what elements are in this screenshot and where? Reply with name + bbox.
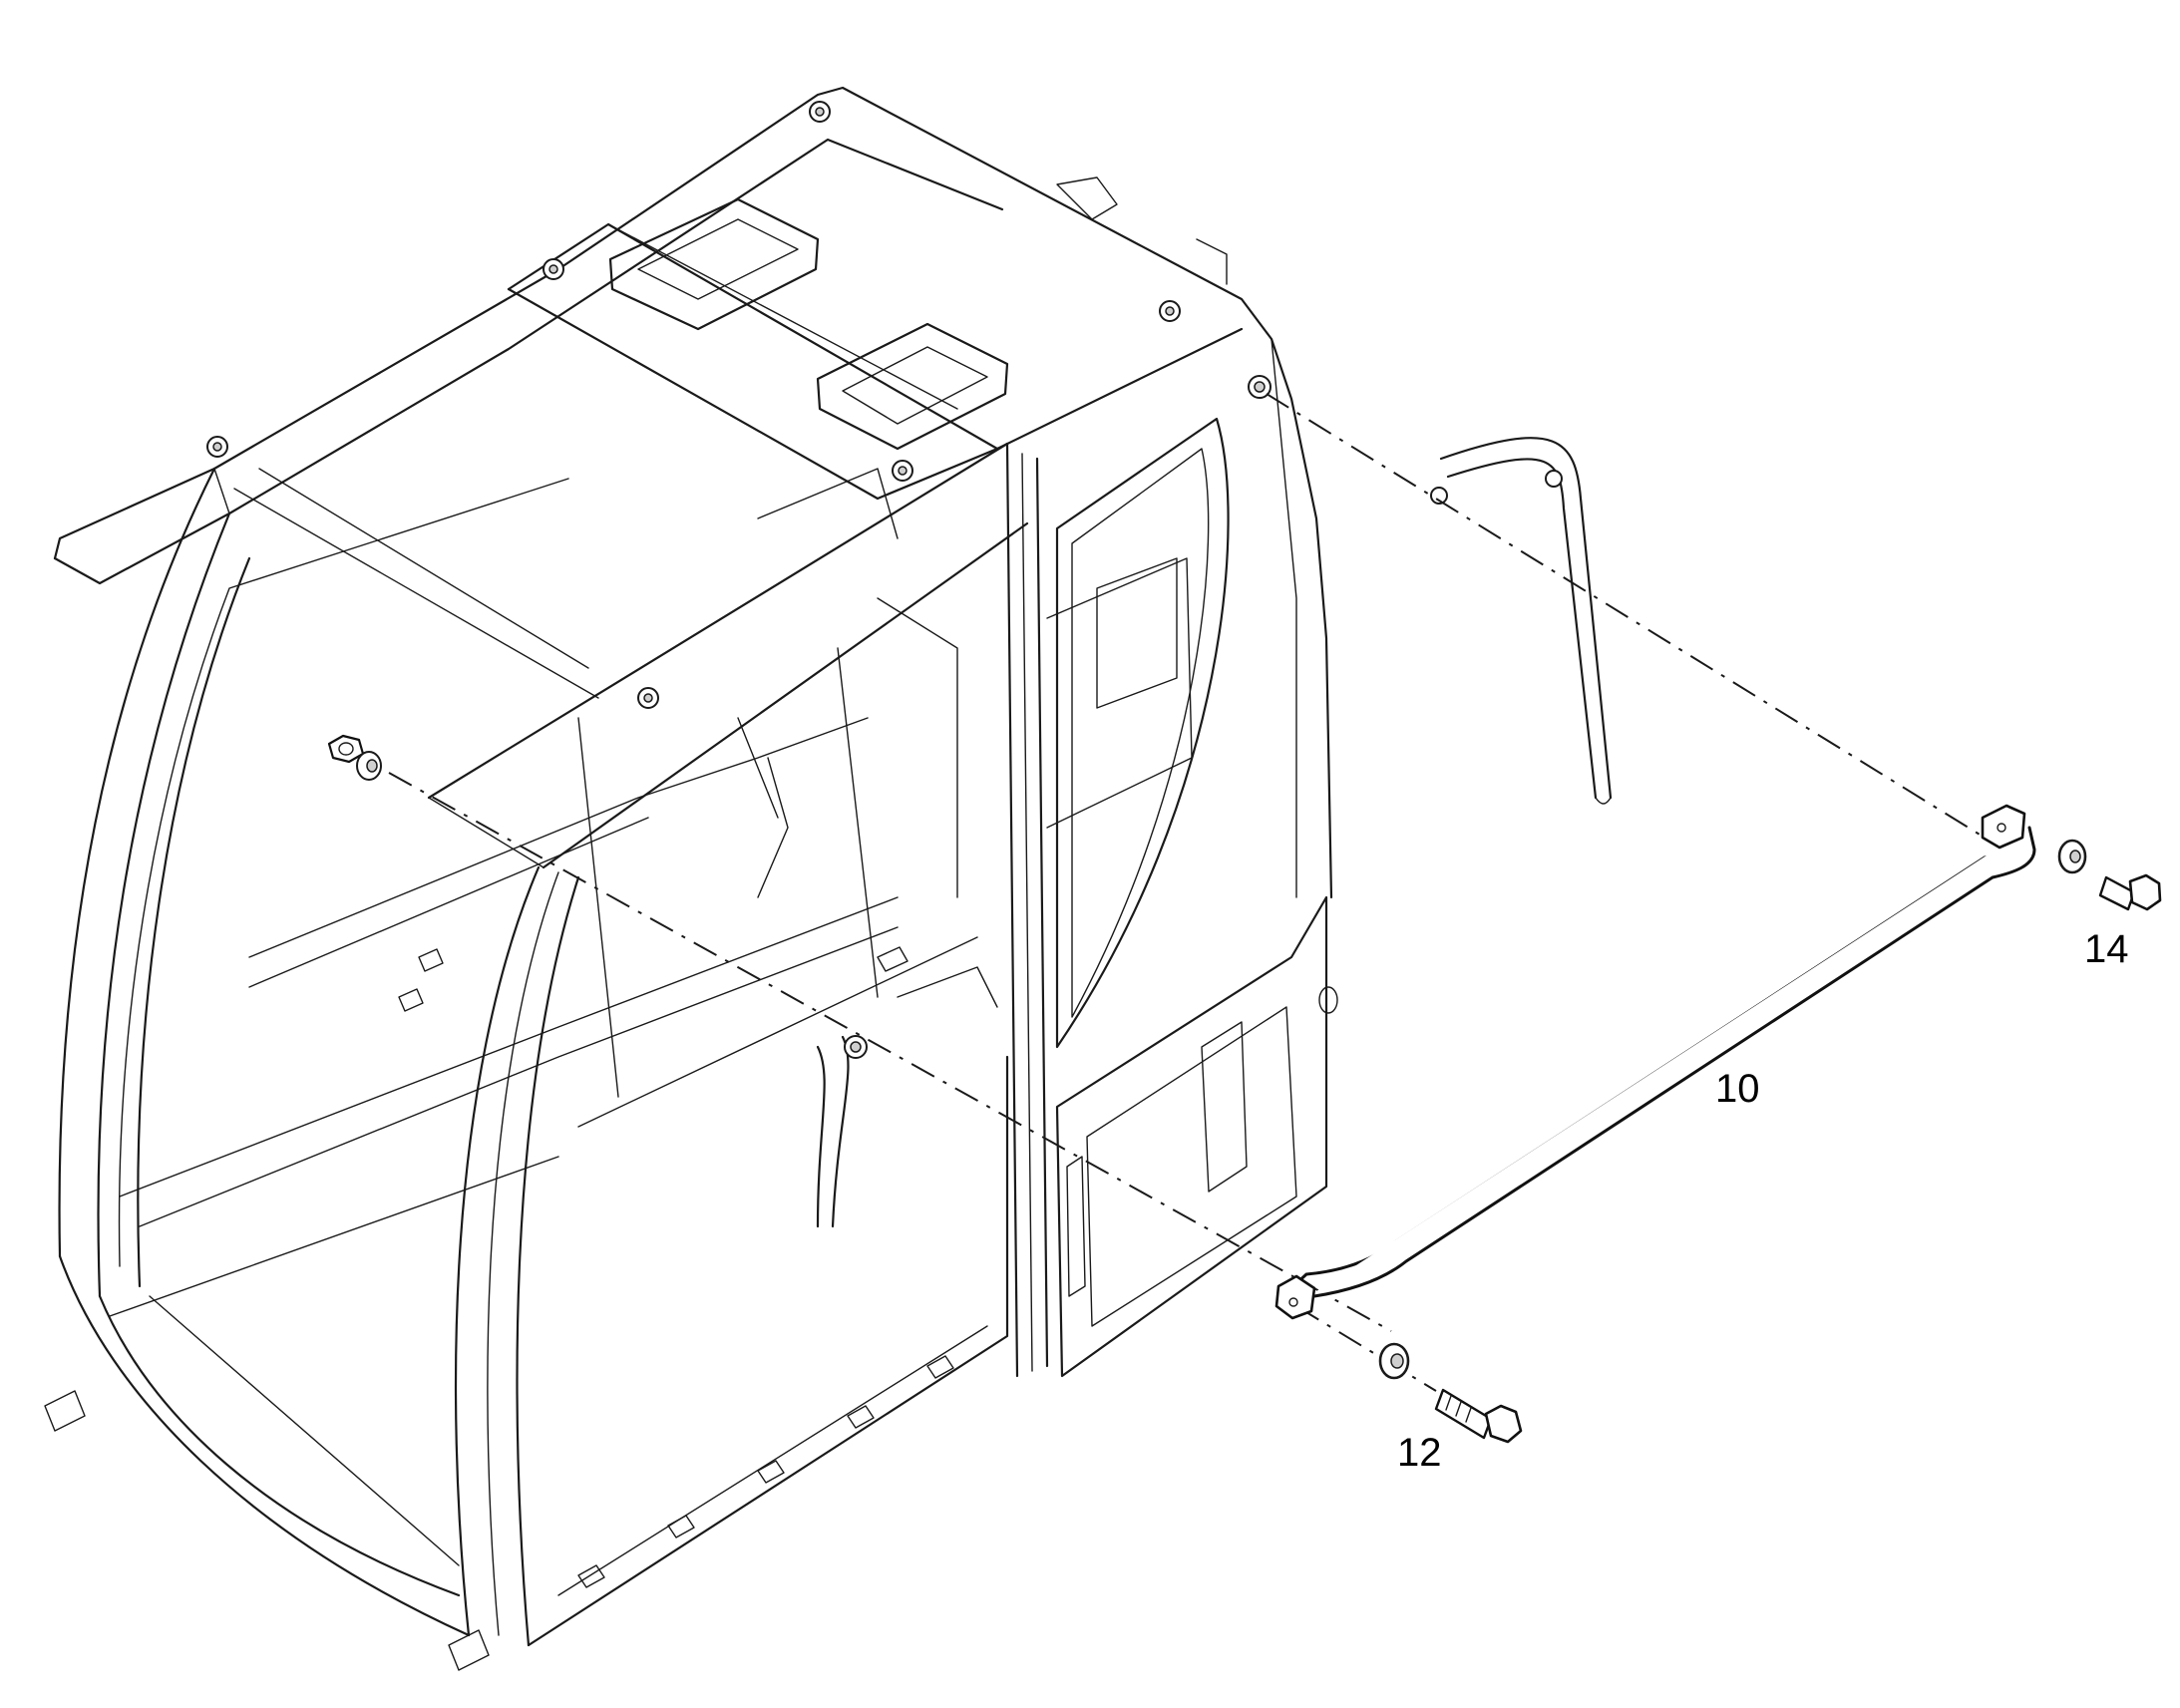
- cab-frame: [44, 86, 1338, 1671]
- washer-lower: [1378, 1342, 1410, 1380]
- bolt-part-12: [1434, 1388, 1523, 1444]
- rod-part-10: [1274, 804, 2036, 1320]
- callout-12: 12: [1397, 1431, 1442, 1475]
- bolt-part-14: [2098, 873, 2162, 911]
- roof-mount-bosses: [206, 101, 1272, 709]
- assembly-centerlines: [388, 393, 1986, 1392]
- upper-tube: [1439, 437, 1613, 800]
- washer-upper: [2057, 839, 2087, 874]
- callout-14: 14: [2084, 927, 2129, 971]
- lower-tube: [831, 1035, 850, 1228]
- nut-and-washer: [327, 734, 382, 781]
- callout-10: 10: [1715, 1067, 1760, 1111]
